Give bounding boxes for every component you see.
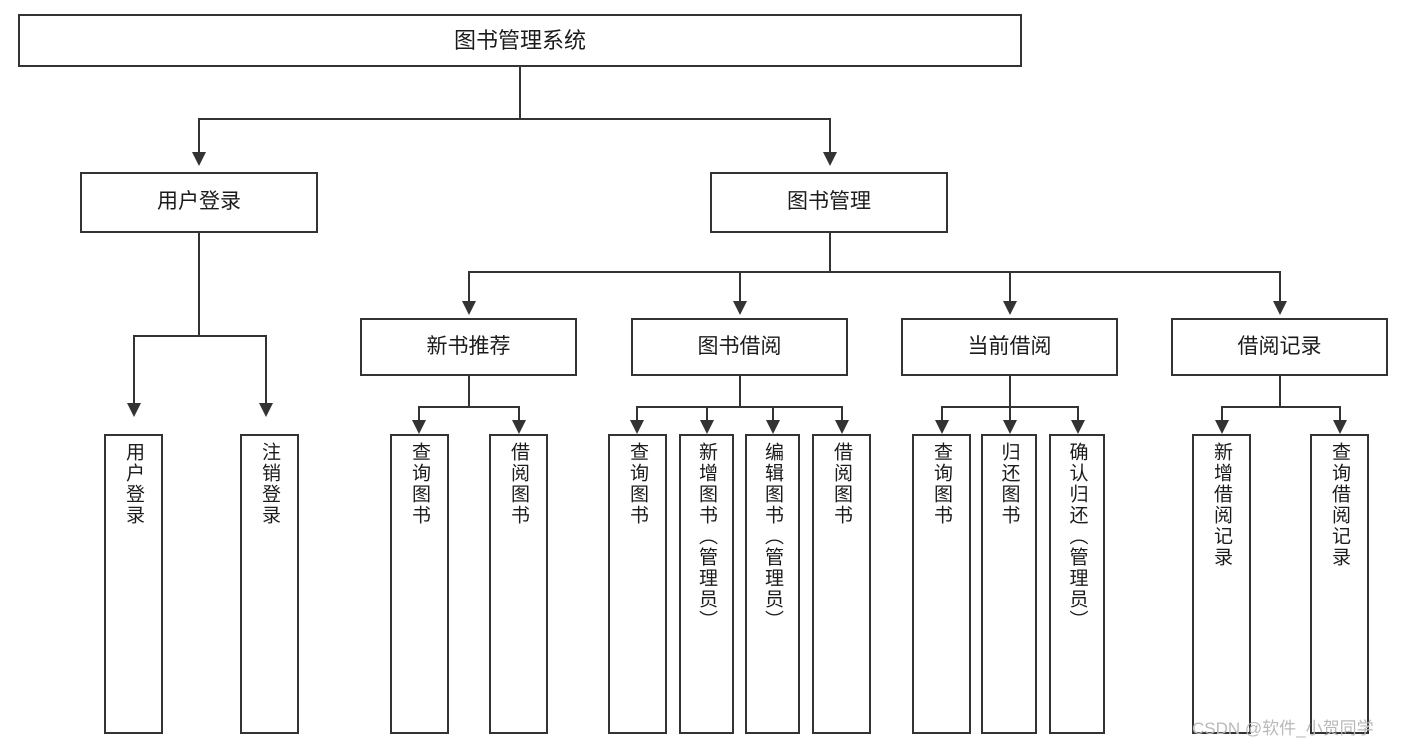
node-leaf-user-login[interactable]: 用户登录 bbox=[104, 434, 163, 734]
node-label: 查询图书 bbox=[409, 442, 430, 526]
node-label: 图书管理 bbox=[787, 190, 871, 214]
node-leaf-logout-login[interactable]: 注销登录 bbox=[240, 434, 299, 734]
connector-bb-to-query-book bbox=[636, 406, 638, 422]
node-book-management-system[interactable]: 图书管理系统 bbox=[18, 14, 1022, 67]
connector-cb-to-confirm-return bbox=[1077, 406, 1079, 422]
node-book-management[interactable]: 图书管理 bbox=[710, 172, 948, 233]
connector-root-to-user-login bbox=[198, 118, 200, 154]
arrow-bm-to-book-borrow bbox=[733, 301, 747, 315]
node-label: 图书管理系统 bbox=[453, 27, 586, 53]
node-label: 新书推荐 bbox=[426, 334, 511, 358]
node-leaf-return-book[interactable]: 归还图书 bbox=[981, 434, 1037, 734]
arrow-nbr-to-query-book bbox=[412, 420, 426, 434]
node-label: 用户登录 bbox=[157, 190, 241, 214]
node-leaf-borrow-book-2[interactable]: 借阅图书 bbox=[812, 434, 871, 734]
node-leaf-query-book-2[interactable]: 查询图书 bbox=[608, 434, 667, 734]
node-label: 新增图书（管理员） bbox=[696, 442, 717, 631]
connector-book-management-stem bbox=[829, 233, 831, 272]
connector-bm-to-new-book-recommend bbox=[468, 271, 470, 303]
arrow-br-to-query-record bbox=[1333, 420, 1347, 434]
node-leaf-add-book[interactable]: 新增图书（管理员） bbox=[679, 434, 734, 734]
connector-bb-to-edit-book bbox=[772, 406, 774, 422]
node-current-borrow[interactable]: 当前借阅 bbox=[901, 318, 1118, 376]
watermark: CSDN @软件_小贺同学 bbox=[1192, 719, 1374, 738]
node-leaf-query-book-1[interactable]: 查询图书 bbox=[390, 434, 449, 734]
arrow-cb-to-confirm-return bbox=[1071, 420, 1085, 434]
connector-new-book-recommend-bus bbox=[418, 406, 520, 408]
arrow-root-to-book-management bbox=[823, 152, 837, 166]
connector-borrow-record-bus bbox=[1221, 406, 1339, 408]
connector-bb-to-add-book bbox=[706, 406, 708, 422]
node-label: 归还图书 bbox=[998, 442, 1020, 526]
arrow-cb-to-query-book bbox=[935, 420, 949, 434]
arrow-bb-to-add-book bbox=[700, 420, 714, 434]
node-label: 用户登录 bbox=[123, 442, 144, 526]
arrow-bm-to-borrow-record bbox=[1273, 301, 1287, 315]
connector-user-login-bus bbox=[133, 335, 265, 337]
node-label: 查询借阅记录 bbox=[1329, 442, 1350, 568]
node-label: 确认归还（管理员） bbox=[1066, 442, 1088, 631]
connector-user-login-stem bbox=[198, 233, 200, 336]
arrow-user-login-to-leaf-logout-login bbox=[259, 403, 273, 417]
node-label: 编辑图书（管理员） bbox=[762, 442, 783, 631]
connector-cb-to-return-book bbox=[1009, 406, 1011, 422]
connector-nbr-to-query-book bbox=[418, 406, 420, 422]
node-leaf-confirm-return[interactable]: 确认归还（管理员） bbox=[1049, 434, 1105, 734]
node-leaf-add-borrow-record[interactable]: 新增借阅记录 bbox=[1192, 434, 1251, 734]
connector-root-stem bbox=[519, 66, 521, 119]
node-leaf-borrow-book-1[interactable]: 借阅图书 bbox=[489, 434, 548, 734]
arrow-bm-to-current-borrow bbox=[1003, 301, 1017, 315]
node-leaf-query-borrow-record[interactable]: 查询借阅记录 bbox=[1310, 434, 1369, 734]
arrow-bb-to-borrow-book bbox=[835, 420, 849, 434]
connector-new-book-recommend-stem bbox=[468, 376, 470, 408]
node-label: 当前借阅 bbox=[967, 334, 1052, 358]
connector-book-borrow-bus bbox=[636, 406, 842, 408]
connector-bb-to-borrow-book bbox=[841, 406, 843, 422]
node-label: 查询图书 bbox=[627, 442, 648, 526]
connector-nbr-to-borrow-book bbox=[518, 406, 520, 422]
connector-bm-to-borrow-record bbox=[1279, 271, 1281, 303]
connector-book-management-bus bbox=[468, 271, 1280, 273]
connector-cb-to-query-book bbox=[941, 406, 943, 422]
arrow-br-to-add-record bbox=[1215, 420, 1229, 434]
node-label: 借阅图书 bbox=[831, 442, 852, 526]
connector-br-to-add-record bbox=[1221, 406, 1223, 422]
connector-user-login-to-leaf-user-login bbox=[133, 335, 135, 405]
connector-book-borrow-stem bbox=[739, 376, 741, 408]
node-label: 注销登录 bbox=[259, 442, 280, 526]
node-label: 新增借阅记录 bbox=[1211, 442, 1232, 568]
connector-borrow-record-stem bbox=[1279, 376, 1281, 408]
arrow-root-to-user-login bbox=[192, 152, 206, 166]
node-leaf-query-book-3[interactable]: 查询图书 bbox=[912, 434, 971, 734]
arrow-nbr-to-borrow-book bbox=[512, 420, 526, 434]
node-borrow-record[interactable]: 借阅记录 bbox=[1171, 318, 1388, 376]
node-new-book-recommend[interactable]: 新书推荐 bbox=[360, 318, 577, 376]
arrow-bm-to-new-book-recommend bbox=[462, 301, 476, 315]
connector-user-login-to-leaf-logout-login bbox=[265, 335, 267, 405]
arrow-user-login-to-leaf-user-login bbox=[127, 403, 141, 417]
node-user-login[interactable]: 用户登录 bbox=[80, 172, 318, 233]
connector-root-to-book-management bbox=[829, 118, 831, 154]
node-label: 查询图书 bbox=[931, 442, 952, 526]
node-book-borrow[interactable]: 图书借阅 bbox=[631, 318, 848, 376]
connector-root-bus bbox=[198, 118, 830, 120]
node-leaf-edit-book[interactable]: 编辑图书（管理员） bbox=[745, 434, 800, 734]
arrow-bb-to-edit-book bbox=[766, 420, 780, 434]
connector-current-borrow-stem bbox=[1009, 376, 1011, 408]
node-label: 借阅记录 bbox=[1237, 334, 1322, 358]
connector-bm-to-book-borrow bbox=[739, 271, 741, 303]
arrow-cb-to-return-book bbox=[1003, 420, 1017, 434]
node-label: 借阅图书 bbox=[508, 442, 529, 526]
arrow-bb-to-query-book bbox=[630, 420, 644, 434]
connector-br-to-query-record bbox=[1339, 406, 1341, 422]
node-label: 图书借阅 bbox=[697, 334, 782, 358]
connector-bm-to-current-borrow bbox=[1009, 271, 1011, 303]
